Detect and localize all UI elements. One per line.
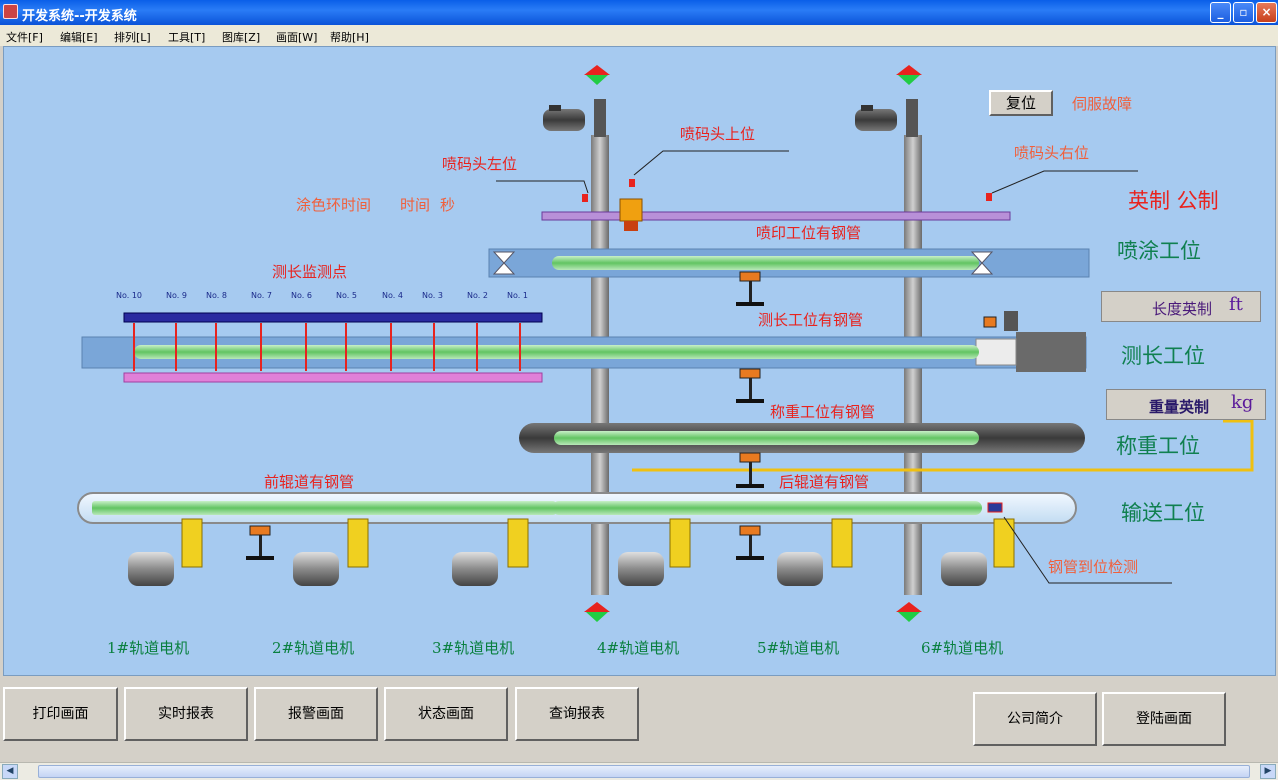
motor-label-5: 5#轨道电机: [757, 639, 840, 657]
sprayhead-up-label: 喷码头上位: [680, 125, 756, 143]
alarm-screen-button[interactable]: 报警画面: [254, 687, 378, 741]
reset-button[interactable]: 复位: [989, 90, 1053, 116]
pipe-in-place-label: 钢管到位检测: [1048, 558, 1139, 576]
monitor-point-label: No. 3: [422, 291, 443, 300]
monitor-point-label: No. 8: [206, 291, 227, 300]
horizontal-scrollbar[interactable]: ◀ ▶: [0, 762, 1278, 780]
length-has-pipe-label: 测长工位有钢管: [758, 311, 864, 329]
monitor-point-label: No. 1: [507, 291, 528, 300]
time-label: 时间: [400, 196, 431, 214]
sprayhead-right-label: 喷码头右位: [1014, 144, 1090, 162]
print-screen-button[interactable]: 打印画面: [3, 687, 118, 741]
length-unit-box[interactable]: 长度英制 ft: [1101, 291, 1261, 322]
monitor-point-label: No. 10: [116, 291, 143, 300]
motor-label-6: 6#轨道电机: [921, 639, 1004, 657]
button-bar: 打印画面 实时报表 报警画面 状态画面 查询报表 公司简介 登陆画面: [0, 676, 1278, 762]
spray-station-label: 喷涂工位: [1117, 239, 1201, 263]
process-canvas: No. 10 No. 9 No. 8 No. 7 No. 6 No. 5 No.…: [3, 46, 1276, 676]
weigh-has-pipe-label: 称重工位有钢管: [770, 403, 876, 421]
menu-bar: 文件[F] 编辑[E] 排列[L] 工具[T] 图库[Z] 画面[W] 帮助[H…: [0, 25, 1278, 46]
motor-label-1: 1#轨道电机: [107, 639, 190, 657]
menu-help[interactable]: 帮助[H]: [330, 31, 369, 44]
color-ring-time-label: 涂色环时间: [296, 196, 372, 214]
convey-station-label: 输送工位: [1121, 501, 1205, 525]
weigh-station-label: 称重工位: [1116, 434, 1200, 458]
warning-arrow-icon: [584, 65, 922, 622]
monitor-point-label: No. 5: [336, 291, 357, 300]
menu-tools[interactable]: 工具[T]: [168, 31, 206, 44]
motor-icon: [543, 99, 918, 137]
minimize-button[interactable]: _: [1210, 2, 1231, 23]
scroll-right-icon[interactable]: ▶: [1260, 764, 1276, 779]
monitor-point-label: No. 7: [251, 291, 272, 300]
weight-unit-box[interactable]: 重量英制 kg: [1106, 389, 1266, 420]
scroll-left-icon[interactable]: ◀: [2, 764, 18, 779]
menu-file[interactable]: 文件[F]: [6, 31, 43, 44]
weight-unit-label: 重量英制: [1149, 398, 1210, 416]
motor-label-2: 2#轨道电机: [272, 639, 355, 657]
status-screen-button[interactable]: 状态画面: [384, 687, 508, 741]
process-diagram: [77, 65, 1254, 622]
maximize-button[interactable]: ▫: [1233, 2, 1254, 23]
title-bar: 开发系统--开发系统 _ ▫ ×: [0, 0, 1278, 25]
sprayhead-left-label: 喷码头左位: [442, 155, 518, 173]
menu-gallery[interactable]: 图库[Z]: [222, 31, 261, 44]
monitor-point-label: No. 9: [166, 291, 187, 300]
rear-roller-pipe-label: 后辊道有钢管: [779, 473, 870, 491]
servo-fault-label: 伺服故障: [1072, 95, 1133, 113]
length-unit-label: 长度英制: [1152, 300, 1213, 318]
monitor-point-label: No. 2: [467, 291, 488, 300]
length-monitor-label: 测长监测点: [272, 263, 348, 281]
unit-toggle[interactable]: 英制 公制: [1128, 189, 1219, 213]
company-info-button[interactable]: 公司简介: [973, 692, 1097, 746]
monitor-point-label: No. 6: [291, 291, 312, 300]
monitor-point-label: No. 4: [382, 291, 403, 300]
length-station-label: 测长工位: [1121, 344, 1205, 368]
menu-screen[interactable]: 画面[W]: [276, 31, 318, 44]
close-button[interactable]: ×: [1256, 2, 1277, 23]
seconds-label: 秒: [440, 196, 456, 214]
window-title: 开发系统--开发系统: [22, 9, 137, 24]
motor-label-4: 4#轨道电机: [597, 639, 680, 657]
weight-unit-value: kg: [1231, 392, 1254, 413]
length-unit-value: ft: [1229, 294, 1243, 315]
spray-has-pipe-label: 喷印工位有钢管: [756, 224, 862, 242]
front-roller-pipe-label: 前辊道有钢管: [264, 473, 355, 491]
menu-edit[interactable]: 编辑[E]: [60, 31, 98, 44]
menu-arrange[interactable]: 排列[L]: [114, 31, 151, 44]
login-screen-button[interactable]: 登陆画面: [1102, 692, 1226, 746]
scroll-thumb[interactable]: [38, 765, 1250, 778]
track-motors: [128, 518, 1015, 586]
motor-label-3: 3#轨道电机: [432, 639, 515, 657]
realtime-report-button[interactable]: 实时报表: [124, 687, 248, 741]
query-report-button[interactable]: 查询报表: [515, 687, 639, 741]
app-icon: [3, 4, 18, 19]
sensor-icon: [582, 179, 992, 202]
